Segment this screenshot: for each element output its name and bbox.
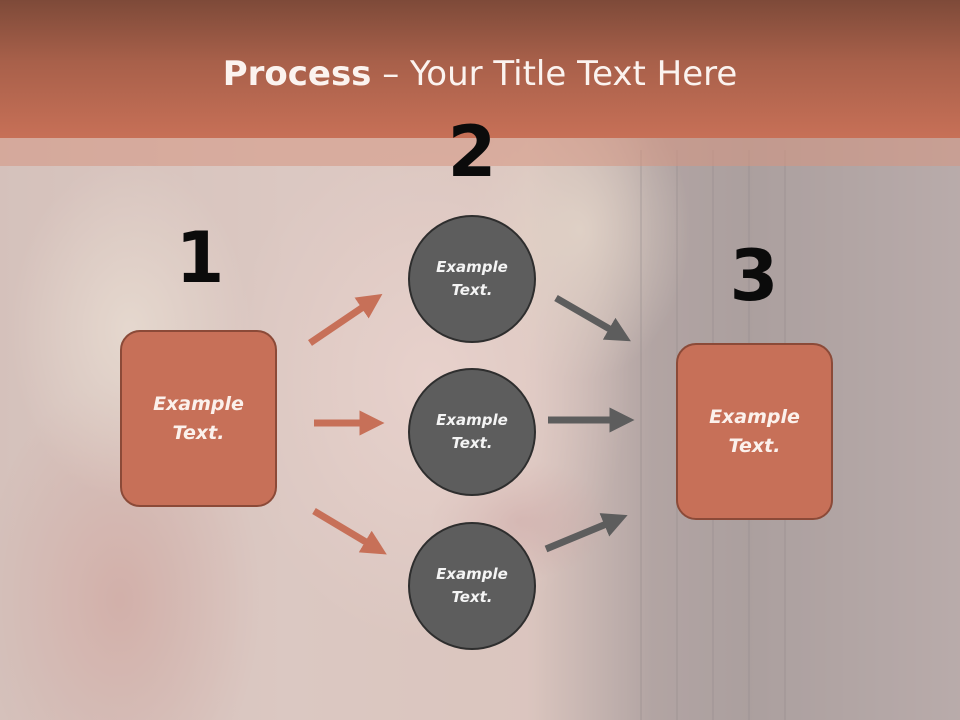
title-strip — [0, 138, 960, 166]
arrow-left-to-top — [308, 293, 383, 346]
circle-step-2-bottom[interactable]: Example Text. — [408, 522, 536, 650]
step-number-1: 1 — [175, 217, 225, 299]
step-number-3: 3 — [729, 235, 779, 317]
box-step-3[interactable]: Example Text. — [676, 343, 833, 520]
slide-title[interactable]: Process – Your Title Text Here — [0, 52, 960, 96]
title-band — [0, 0, 960, 138]
step-number-2: 2 — [447, 111, 497, 193]
circle-middle-text: Example Text. — [436, 411, 508, 452]
arrow-bottom-to-right — [544, 513, 628, 553]
circle-step-2-middle[interactable]: Example Text. — [408, 368, 536, 496]
circle-step-2-top[interactable]: Example Text. — [408, 215, 536, 343]
box-step-1[interactable]: Example Text. — [120, 330, 277, 507]
title-bold: Process — [222, 54, 372, 94]
circle-bottom-text: Example Text. — [436, 565, 508, 606]
box-step-3-text: Example Text. — [709, 405, 800, 457]
arrow-left-to-bottom — [312, 507, 387, 555]
circle-top-text: Example Text. — [436, 258, 508, 299]
arrow-top-to-right — [554, 294, 631, 342]
title-rest: – Your Title Text Here — [371, 54, 738, 94]
box-step-1-text: Example Text. — [153, 392, 244, 444]
